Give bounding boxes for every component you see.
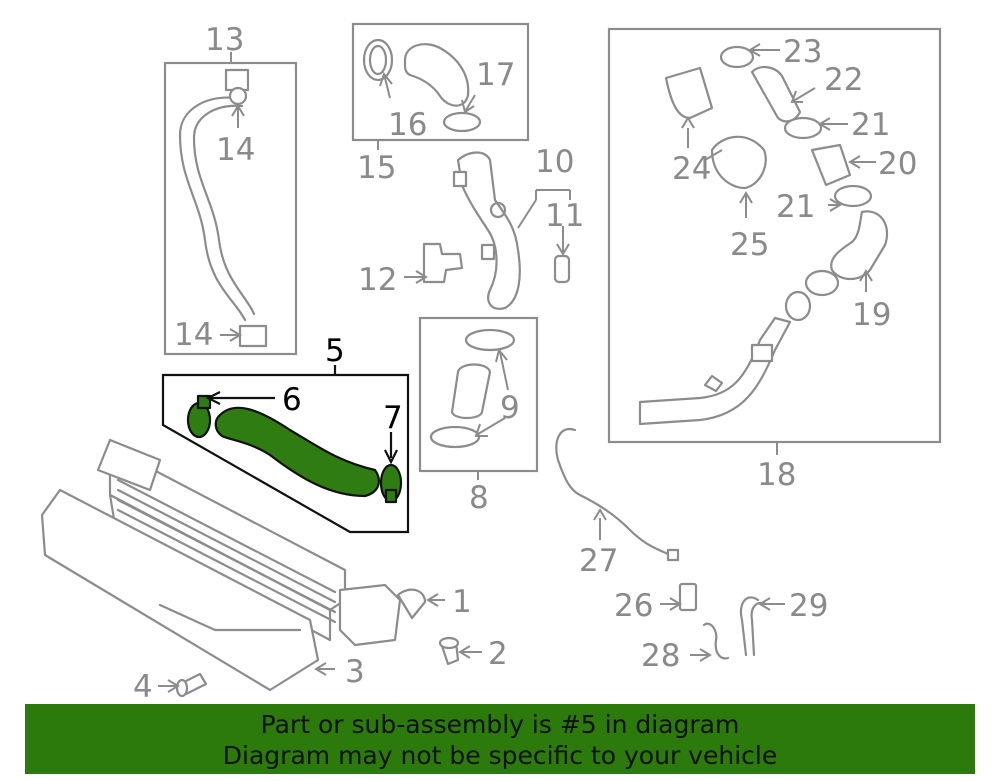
callout-12: 12	[358, 262, 397, 298]
callout-27: 27	[579, 543, 618, 579]
callout-23: 23	[783, 34, 822, 70]
hose-assembly-8-box	[418, 316, 539, 480]
notice-banner: Part or sub-assembly is #5 in diagram Di…	[25, 704, 975, 774]
callout-16: 16	[388, 107, 427, 143]
duct-assembly-18-box	[607, 27, 942, 455]
callout-14-top: 14	[216, 132, 255, 168]
callout-3: 3	[345, 654, 365, 690]
callout-29: 29	[789, 588, 828, 624]
connector-26	[660, 582, 698, 612]
callout-20: 20	[878, 146, 917, 182]
callout-2: 2	[488, 636, 508, 672]
callout-28: 28	[641, 638, 680, 674]
hose-28	[690, 622, 730, 662]
callout-7: 7	[383, 400, 403, 436]
callout-5: 5	[325, 333, 345, 369]
callout-21-top: 21	[851, 107, 890, 143]
line-27	[555, 427, 680, 562]
hose-assembly-5-box	[161, 365, 410, 534]
callout-8: 8	[469, 480, 489, 516]
bolt-2	[438, 636, 482, 666]
sensor-11	[553, 226, 571, 284]
banner-line-1: Part or sub-assembly is #5 in diagram	[260, 710, 740, 739]
callout-19: 19	[852, 297, 891, 333]
highlighted-hose-5	[186, 394, 403, 504]
hose-assembly-13-box	[163, 52, 298, 356]
banner-line-2: Diagram may not be specific to your vehi…	[222, 741, 778, 770]
pipe-10	[452, 151, 571, 310]
bracket-3	[40, 488, 335, 692]
callout-22: 22	[824, 62, 863, 98]
sensor-12	[404, 242, 464, 284]
callout-13: 13	[205, 22, 244, 58]
callout-24: 24	[672, 151, 711, 187]
callout-26: 26	[614, 588, 653, 624]
hose-29	[739, 596, 785, 657]
callout-15: 15	[357, 150, 396, 186]
callout-11: 11	[545, 198, 584, 234]
callout-6: 6	[282, 382, 302, 418]
callout-14-bottom: 14	[174, 317, 213, 353]
callout-10: 10	[535, 144, 574, 180]
hose-assembly-15-box	[351, 22, 530, 150]
callout-9: 9	[500, 390, 520, 426]
callout-18: 18	[757, 457, 796, 493]
callout-21-bottom: 21	[776, 189, 815, 225]
callout-17: 17	[476, 57, 515, 93]
callout-25: 25	[730, 227, 769, 263]
bolt-4	[158, 672, 208, 698]
callout-1: 1	[452, 584, 472, 620]
callout-4: 4	[133, 669, 153, 705]
